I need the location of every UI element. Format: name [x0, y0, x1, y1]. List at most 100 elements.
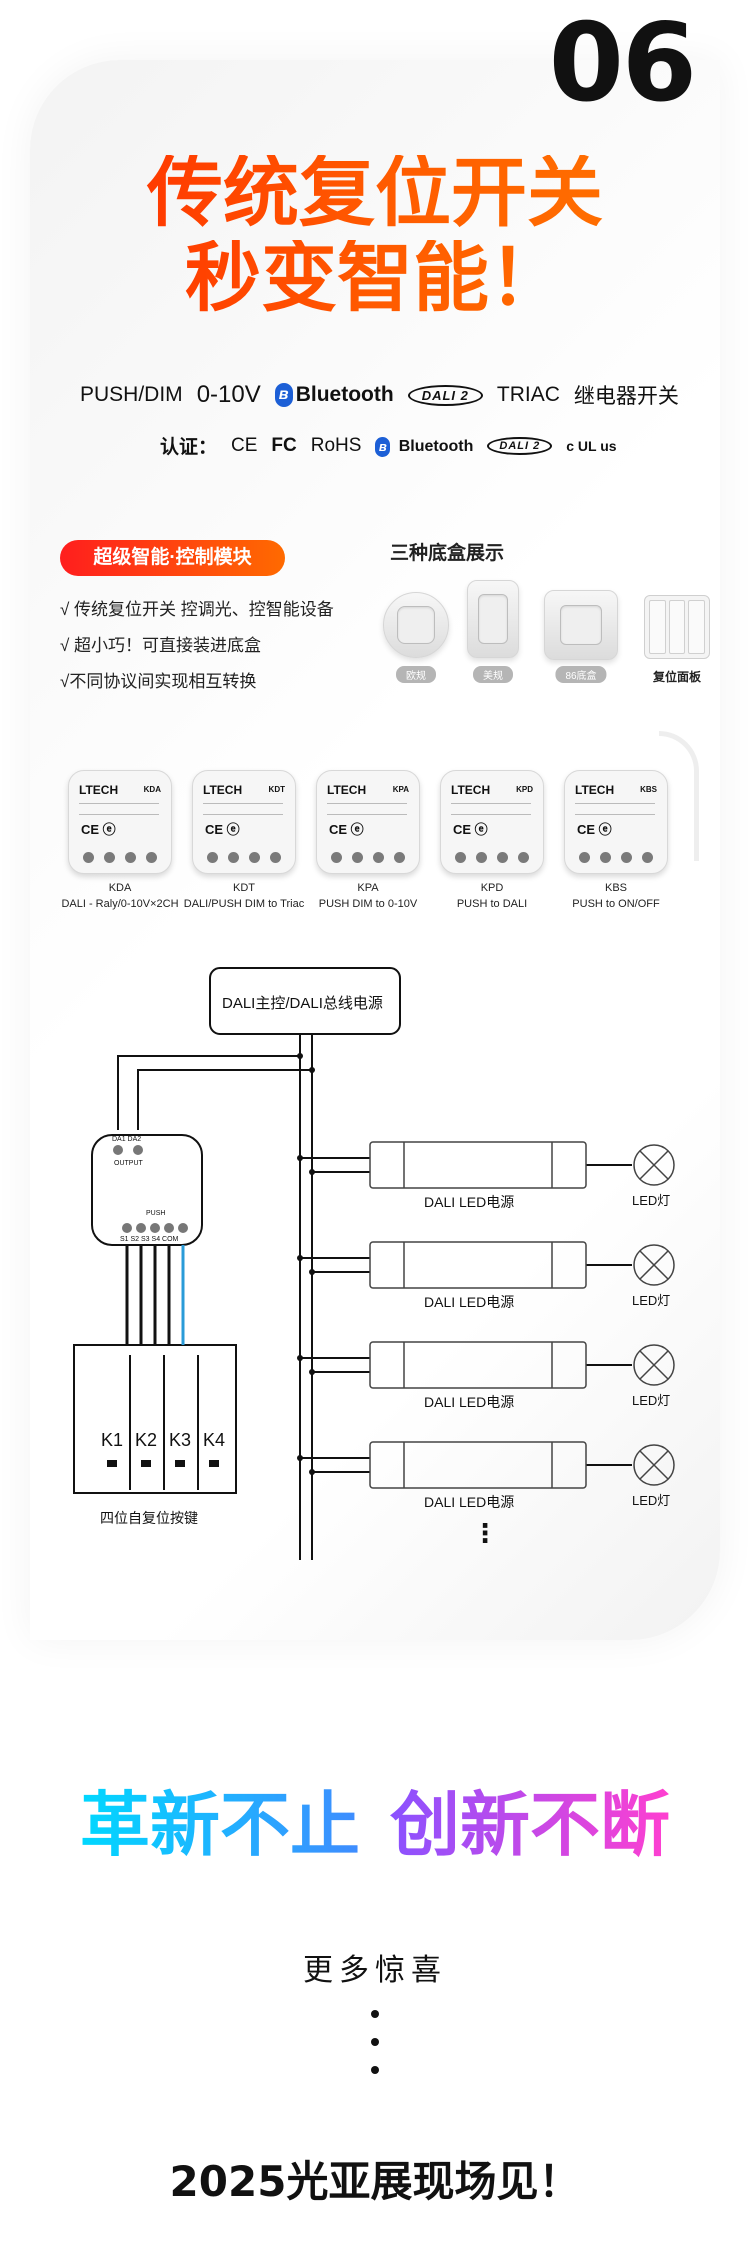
key-k3: K3 [169, 1430, 192, 1450]
protocol-push-dim: PUSH/DIM [80, 383, 183, 406]
module-name: KDA [108, 882, 132, 894]
antenna-wire [659, 731, 699, 861]
module-brand: LTECH [203, 783, 243, 797]
wiring-diagram-svg [73, 967, 675, 1560]
led-lamp-label-1: LED灯 [632, 1193, 671, 1208]
section-number: 06 [548, 1, 697, 126]
slogan: 革新不止创新不断 [0, 1790, 750, 1860]
feature-item: √不同协议间实现相互转换 [60, 672, 257, 691]
module-label-kpd: KPD PUSH to DALI [412, 880, 572, 912]
protocol-relay: 继电器开关 [573, 385, 679, 408]
module-code: KPA [392, 785, 409, 794]
dali-driver-3 [369, 1341, 587, 1389]
dali-driver-1 [369, 1141, 587, 1189]
key-k4: K4 [203, 1430, 226, 1450]
reset-panel-image [644, 595, 710, 659]
headline-line-2: 秒变智能！ [0, 240, 750, 316]
dali-cert-logo: DALI 2 [487, 436, 553, 455]
headline-line-1: 传统复位开关 [0, 155, 750, 231]
dali-master-box [209, 967, 401, 1035]
bluetooth-icon: ʙ [274, 383, 293, 407]
module-desc: DALI - Raly/0-10V×2CH [61, 898, 179, 910]
module-desc: PUSH to DALI [456, 898, 528, 910]
us-box-image [467, 580, 519, 658]
module-desc: PUSH to ON/OFF [572, 898, 660, 910]
dali-driver-label-4: DALI LED电源 [424, 1494, 515, 1510]
module-name: KPA [357, 882, 379, 894]
dali-driver-4 [369, 1441, 587, 1489]
wiring-diagram: DALI主控/DALI总线电源 DA1 DA2 OUTPUT PUSH S1 S… [0, 960, 750, 1580]
more-drivers-marker: ⋮ [472, 1518, 498, 1548]
ce-mark: CE [231, 434, 258, 456]
feature-list: √ 传统复位开关 控调光、控智能设备 √ 超小巧！可直接装进底盒 √不同协议间实… [60, 592, 380, 700]
ul-mark: c UL us [566, 437, 617, 454]
dali-driver-label-3: DALI LED电源 [424, 1394, 515, 1410]
box-reset-panel: 复位面板 [644, 595, 710, 687]
ellipsis-dot [371, 2010, 379, 2018]
module-brand: LTECH [79, 783, 119, 797]
panel-label: 四位自复位按键 [100, 1510, 198, 1526]
fcc-mark: FC [271, 434, 297, 456]
module-kda: LTECH KDA CE ⓔ [68, 770, 172, 874]
dali-driver-label-2: DALI LED电源 [424, 1294, 515, 1310]
box-caption: 复位面板 [652, 670, 702, 684]
module-bottom-terminals: S1 S2 S3 S4 COM [120, 1236, 179, 1243]
ellipsis-dot [371, 2038, 379, 2046]
slogan-part-2: 创新不断 [390, 1784, 670, 1866]
certification-row: 认证： CE FC RoHS ʙ Bluetooth DALI 2 c UL u… [160, 432, 620, 459]
module-name: KDT [233, 882, 255, 894]
dali-logo: DALI 2 [407, 384, 483, 406]
footer-text: 2025光亚展现场见！ [169, 2157, 581, 2206]
module-output-label: OUTPUT [114, 1160, 143, 1167]
module-code: KDT [268, 785, 285, 794]
box-us: 美规 [467, 580, 519, 683]
more-surprises: 更多惊喜 [303, 1954, 447, 1987]
module-label-kpa: KPA PUSH DIM to 0-10V [288, 880, 448, 912]
led-lamp-1 [633, 1144, 675, 1186]
module-desc: DALI/PUSH DIM to Triac [183, 898, 305, 910]
box-86: 86底盒 [544, 590, 618, 683]
module-kbs: LTECH KBS CE ⓔ [564, 731, 699, 874]
module-label-kbs: KBS PUSH to ON/OFF [536, 880, 696, 912]
dali-driver-label-1: DALI LED电源 [424, 1194, 515, 1210]
feature-item: √ 超小巧！可直接装进底盒 [60, 636, 262, 655]
box-eu: 欧规 [383, 592, 449, 683]
dali-driver-2 [369, 1241, 587, 1289]
module-kpd: LTECH KPD CE ⓔ [440, 770, 544, 874]
protocol-row: PUSH/DIM 0-10V ʙ Bluetooth DALI 2 TRIAC … [80, 380, 700, 410]
protocol-triac: TRIAC [496, 383, 560, 406]
module-code: KPD [516, 785, 533, 794]
box-caption: 欧规 [396, 666, 436, 683]
module-code: KDA [143, 785, 161, 794]
key-k2: K2 [135, 1430, 158, 1450]
led-lamp-label-2: LED灯 [632, 1293, 671, 1308]
feature-item: √ 传统复位开关 控调光、控智能设备 [60, 600, 334, 619]
86-box-image [544, 590, 618, 660]
module-kdt: LTECH KDT CE ⓔ [192, 770, 296, 874]
protocol-bluetooth: ʙ Bluetooth [274, 383, 394, 407]
dali-master-label: DALI主控/DALI总线电源 [222, 995, 383, 1012]
eu-box-image [383, 592, 449, 658]
protocol-0-10v: 0-10V [196, 381, 261, 408]
bluetooth-cert: ʙ Bluetooth [375, 435, 473, 457]
module-desc: PUSH DIM to 0-10V [318, 898, 418, 910]
module-name: KPD [480, 882, 504, 894]
bluetooth-text: Bluetooth [398, 437, 474, 455]
module-push-label: PUSH [146, 1210, 166, 1217]
panel-box [73, 1344, 237, 1494]
module-label-kdt: KDT DALI/PUSH DIM to Triac [164, 880, 324, 912]
led-lamp-2 [633, 1244, 675, 1286]
led-lamp-label-4: LED灯 [632, 1493, 671, 1508]
certification-label: 认证： [160, 437, 218, 458]
module-top-terminals: DA1 DA2 [112, 1136, 142, 1143]
led-lamp-3 [633, 1344, 675, 1386]
module-brand: LTECH [327, 783, 367, 797]
module-label-kda: KDA DALI - Raly/0-10V×2CH [40, 880, 200, 912]
control-module-box [91, 1134, 203, 1246]
slogan-part-1: 革新不止 [80, 1784, 360, 1866]
ellipsis-dot [371, 2066, 379, 2074]
led-lamp-label-3: LED灯 [632, 1393, 671, 1408]
led-lamp-4 [633, 1444, 675, 1486]
module-brand: LTECH [575, 783, 615, 797]
bluetooth-text: Bluetooth [295, 383, 394, 406]
